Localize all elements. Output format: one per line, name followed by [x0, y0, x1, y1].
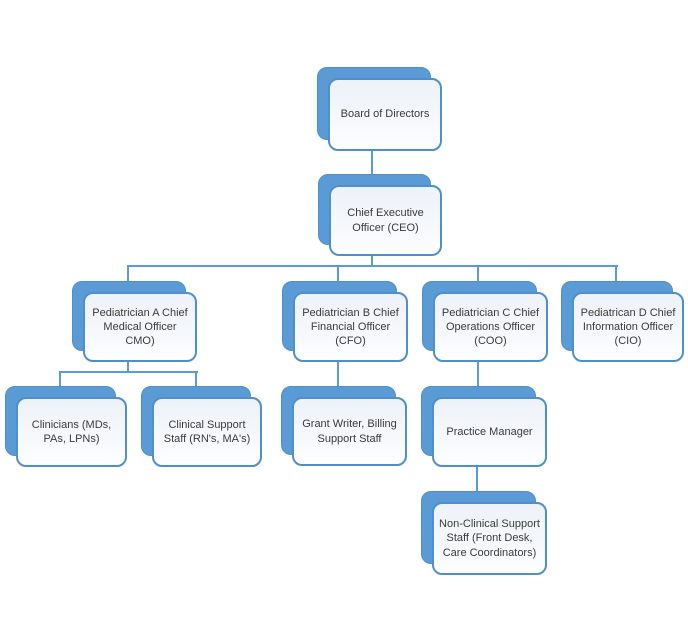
org-node-cfo: Pediatrician B Chief Financial Officer (…: [282, 281, 408, 362]
node-label: Grant Writer, Billing Support Staff: [302, 418, 397, 445]
org-node-ceo: Chief Executive Officer (CEO): [318, 174, 442, 256]
connector-drop-clinical-support: [195, 371, 197, 387]
node-label: Pediatrician C Chief Operations Officer …: [441, 306, 540, 348]
node-box: Pediatrican D Chief Information Officer …: [572, 292, 684, 362]
connector-ceo-bus: [127, 265, 618, 267]
node-label: Pediatrician B Chief Financial Officer (…: [302, 306, 399, 348]
org-node-board: Board of Directors: [317, 67, 442, 151]
node-box: Pediatrician B Chief Financial Officer (…: [293, 292, 408, 362]
connector-board-ceo: [371, 151, 373, 175]
connector-ceo-stub: [371, 256, 373, 267]
connector-drop-clinicians: [59, 371, 61, 387]
node-box: Grant Writer, Billing Support Staff: [292, 397, 407, 466]
node-label: Pediatrican D Chief Information Officer …: [580, 306, 676, 348]
node-label: Non-Clinical Support Staff (Front Desk, …: [439, 518, 540, 559]
node-label: Chief Executive Officer (CEO): [347, 207, 424, 234]
node-label: Practice Manager: [446, 425, 533, 438]
org-node-practice-manager: Practice Manager: [421, 386, 547, 467]
connector-cfo-grant-writer: [337, 362, 339, 387]
node-box: Non-Clinical Support Staff (Front Desk, …: [432, 502, 547, 575]
node-box: Clinicians (MDs, PAs, LPNs): [16, 397, 127, 467]
org-node-grant-writer: Grant Writer, Billing Support Staff: [281, 386, 407, 466]
node-box: Chief Executive Officer (CEO): [329, 185, 442, 256]
connector-drop-cio: [615, 265, 617, 282]
org-node-coo: Pediatrician C Chief Operations Officer …: [422, 281, 548, 362]
node-box: Clinical Support Staff (RN's, MA's): [152, 397, 262, 467]
connector-drop-cfo: [337, 265, 339, 282]
node-box: Pediatrician A Chief Medical Officer CMO…: [83, 292, 197, 362]
node-label: Pediatrician A Chief Medical Officer CMO…: [92, 306, 188, 348]
node-box: Practice Manager: [432, 397, 547, 467]
org-node-clinicians: Clinicians (MDs, PAs, LPNs): [5, 386, 127, 467]
org-node-cio: Pediatrican D Chief Information Officer …: [561, 281, 684, 362]
connector-cmo-stub: [127, 362, 129, 373]
connector-drop-coo: [477, 265, 479, 282]
connector-practice-manager-non-clinical: [476, 467, 478, 492]
node-label: Board of Directors: [340, 108, 430, 121]
connector-cmo-bus: [59, 371, 198, 373]
node-box: Board of Directors: [328, 78, 442, 151]
org-node-cmo: Pediatrician A Chief Medical Officer CMO…: [72, 281, 197, 362]
org-node-clinical-support: Clinical Support Staff (RN's, MA's): [141, 386, 262, 467]
org-node-non-clinical: Non-Clinical Support Staff (Front Desk, …: [421, 491, 547, 575]
connector-coo-practice-manager: [477, 362, 479, 387]
node-label: Clinical Support Staff (RN's, MA's): [163, 418, 251, 445]
node-label: Clinicians (MDs, PAs, LPNs): [31, 418, 112, 445]
connector-drop-cmo: [127, 265, 129, 282]
node-box: Pediatrician C Chief Operations Officer …: [433, 292, 548, 362]
